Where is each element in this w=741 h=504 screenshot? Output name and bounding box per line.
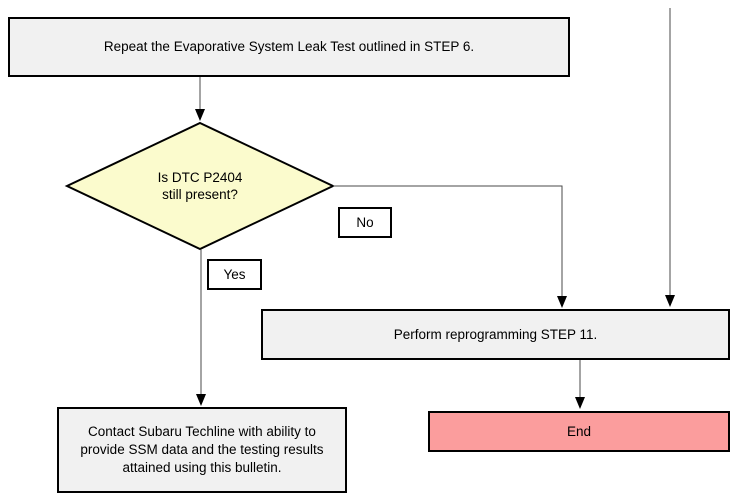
process-contact-techline: Contact Subaru Techline with ability to … xyxy=(57,407,347,493)
decision-label-line2: still present? xyxy=(162,187,238,202)
edge-label-no: No xyxy=(338,207,392,238)
terminator-end-label: End xyxy=(566,423,592,439)
decision-dtc-p2404: Is DTC P2404 still present? xyxy=(120,169,280,203)
decision-diamond-shape xyxy=(64,121,336,251)
edge-label-yes-text: Yes xyxy=(223,266,246,282)
process-repeat-leak-test-label: Repeat the Evaporative System Leak Test … xyxy=(103,39,475,54)
process-contact-techline-line3: attained using this bulletin. xyxy=(122,460,282,475)
process-perform-reprogramming: Perform reprogramming STEP 11. xyxy=(261,309,730,360)
arrowhead-no-into-perform xyxy=(557,296,567,308)
arrowhead-into-contact xyxy=(196,394,206,406)
process-repeat-leak-test: Repeat the Evaporative System Leak Test … xyxy=(8,17,570,77)
connector-no-path xyxy=(333,185,563,300)
process-perform-reprogramming-label: Perform reprogramming STEP 11. xyxy=(393,326,598,342)
arrowhead-top-into-perform xyxy=(665,295,675,307)
process-contact-techline-line2: provide SSM data and the testing results xyxy=(80,442,324,457)
arrowhead-into-end xyxy=(575,397,585,409)
terminator-end: End xyxy=(428,411,730,452)
edge-label-no-text: No xyxy=(356,214,374,230)
arrowhead-into-decision xyxy=(195,109,205,121)
process-contact-techline-line1: Contact Subaru Techline with ability to xyxy=(88,424,316,439)
decision-label-line1: Is DTC P2404 xyxy=(157,170,243,185)
edge-label-yes: Yes xyxy=(207,259,262,290)
